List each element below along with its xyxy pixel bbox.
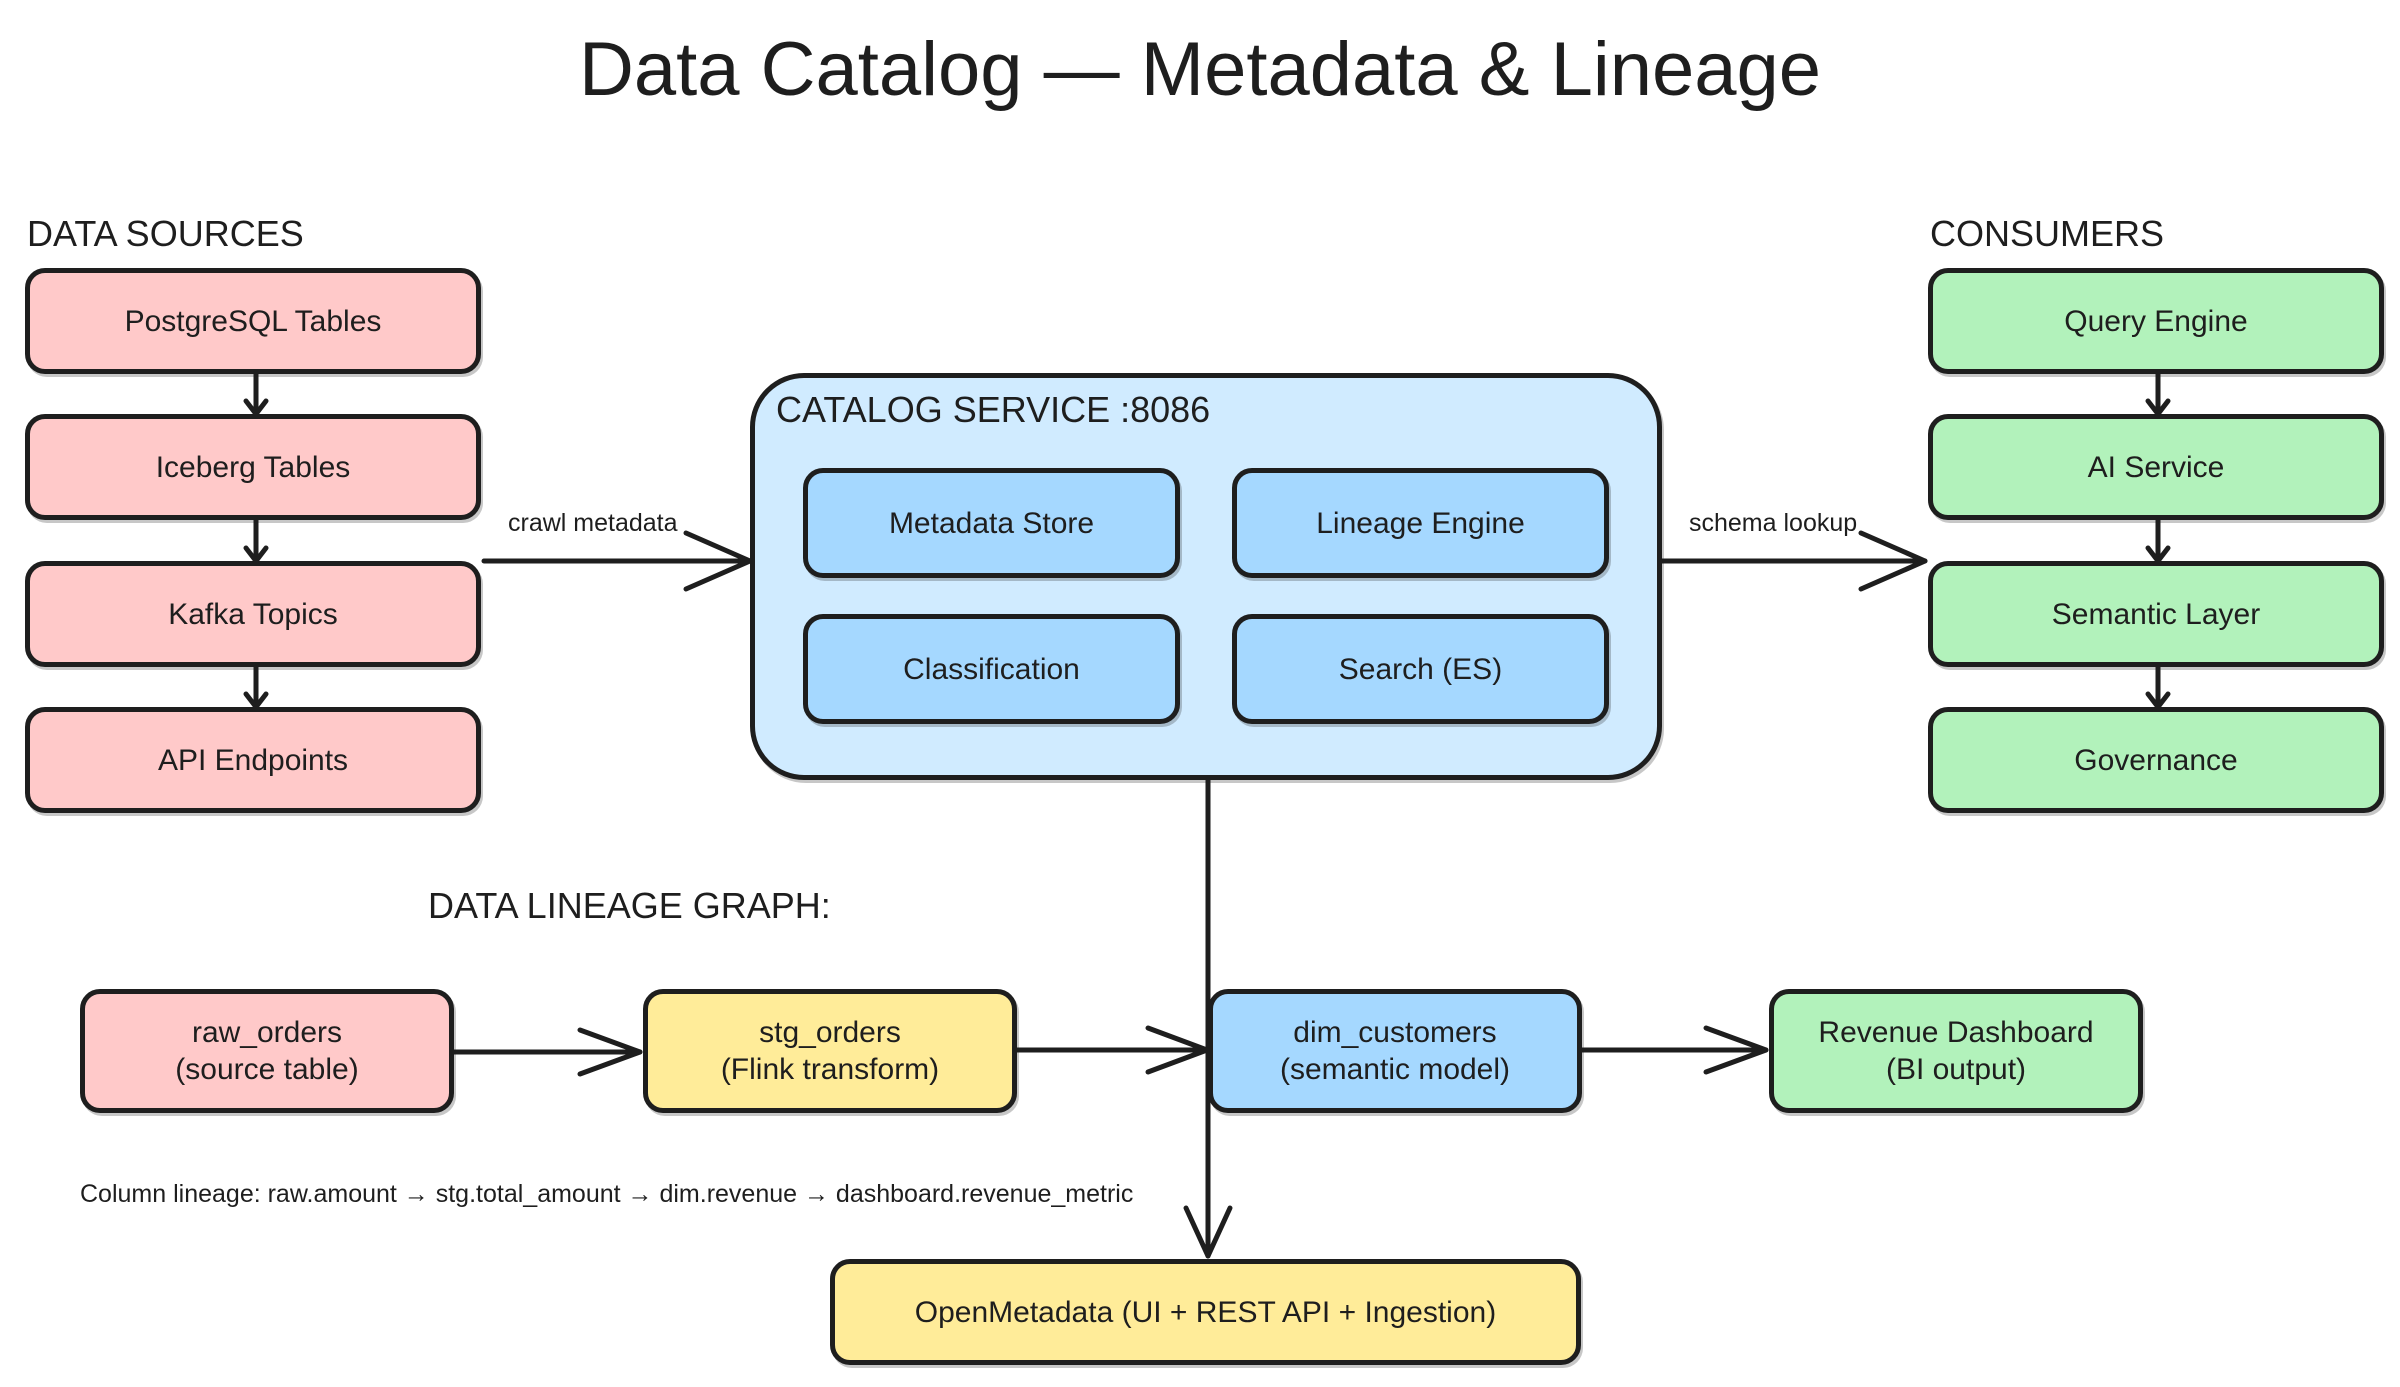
node-label: Query Engine (2064, 304, 2248, 338)
consumer-ai-service[interactable]: AI Service (1928, 414, 2384, 520)
node-label: Classification (903, 652, 1080, 686)
node-name: dim_customers (1293, 1016, 1497, 1049)
component-lineage-engine[interactable]: Lineage Engine (1232, 468, 1609, 578)
node-label: AI Service (2087, 450, 2225, 484)
source-api-endpoints[interactable]: API Endpoints (25, 707, 481, 813)
node-subtitle: (source table) (175, 1053, 359, 1086)
section-label-lineage-graph: DATA LINEAGE GRAPH: (428, 885, 831, 926)
node-name: stg_orders (759, 1016, 901, 1049)
component-search-es[interactable]: Search (ES) (1232, 614, 1609, 724)
diagram-title: Data Catalog — Metadata & Lineage (578, 27, 1822, 112)
node-label: PostgreSQL Tables (124, 304, 382, 338)
lineage-node-revenue-dashboard[interactable]: Revenue Dashboard (BI output) (1769, 989, 2143, 1113)
section-label-data-sources: DATA SOURCES (27, 213, 304, 254)
source-postgresql-tables[interactable]: PostgreSQL Tables (25, 268, 481, 374)
node-name: raw_orders (191, 1016, 343, 1049)
catalog-service-label: CATALOG SERVICE :8086 (776, 389, 1211, 430)
lineage-node-stg-orders[interactable]: stg_orders (Flink transform) (643, 989, 1017, 1113)
lineage-node-dim-customers[interactable]: dim_customers (semantic model) (1208, 989, 1582, 1113)
node-name: Revenue Dashboard (1818, 1016, 2094, 1049)
lineage-node-raw-orders[interactable]: raw_orders (source table) (80, 989, 454, 1113)
node-subtitle: (BI output) (1885, 1053, 2027, 1086)
consumer-query-engine[interactable]: Query Engine (1928, 268, 2384, 374)
node-label: Search (ES) (1338, 652, 1503, 686)
node-subtitle: (Flink transform) (720, 1053, 940, 1086)
component-metadata-store[interactable]: Metadata Store (803, 468, 1180, 578)
edge-label-crawl-metadata: crawl metadata (508, 509, 678, 537)
column-lineage-note: Column lineage: raw.amount → stg.total_a… (80, 1180, 1134, 1208)
source-kafka-topics[interactable]: Kafka Topics (25, 561, 481, 667)
node-subtitle: (semantic model) (1279, 1053, 1511, 1086)
node-label: Iceberg Tables (155, 450, 351, 484)
node-label: Lineage Engine (1316, 506, 1525, 540)
source-iceberg-tables[interactable]: Iceberg Tables (25, 414, 481, 520)
node-label: Governance (2074, 743, 2238, 777)
node-label: OpenMetadata (UI + REST API + Ingestion) (914, 1295, 1497, 1329)
node-label: Semantic Layer (2051, 597, 2261, 631)
node-label: Kafka Topics (168, 597, 338, 631)
section-label-consumers: CONSUMERS (1930, 213, 2165, 254)
consumer-governance[interactable]: Governance (1928, 707, 2384, 813)
node-label: Metadata Store (888, 506, 1095, 540)
edge-label-schema-lookup: schema lookup (1689, 509, 1858, 537)
node-label: API Endpoints (157, 743, 349, 777)
consumer-semantic-layer[interactable]: Semantic Layer (1928, 561, 2384, 667)
component-classification[interactable]: Classification (803, 614, 1180, 724)
openmetadata-node[interactable]: OpenMetadata (UI + REST API + Ingestion) (830, 1259, 1581, 1365)
